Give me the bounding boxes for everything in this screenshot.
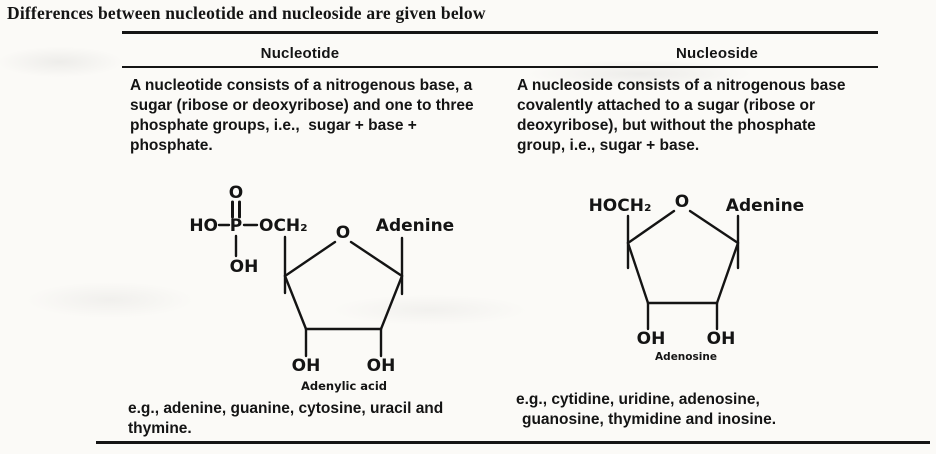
description-line: covalently attached to a sugar (ribose o… xyxy=(517,97,816,114)
ring-oxygen-label: O xyxy=(675,192,689,212)
examples-line: thymine. xyxy=(128,420,192,437)
nucleoside-description: A nucleoside consists of a nitrogenous b… xyxy=(517,76,845,156)
base-label: Adenine xyxy=(726,196,804,216)
table-bottom-rule xyxy=(96,441,930,444)
nucleotide-examples: e.g., adenine, guanine, cytosine, uracil… xyxy=(128,399,443,439)
adenosine-structure-diagram: HOCH₂ O Adenine OH OH Adenosine xyxy=(589,192,805,363)
phosphate-group: O HO P OCH₂ OH xyxy=(189,183,307,277)
oh-below-p-label: OH xyxy=(230,257,259,277)
ribose-ring: O Adenine OH OH xyxy=(283,216,454,376)
ribose-ring: HOCH₂ O Adenine OH OH xyxy=(589,192,805,349)
column-header-nucleotide: Nucleotide xyxy=(260,45,340,62)
nucleotide-description: A nucleotide consists of a nitrogenous b… xyxy=(130,76,474,156)
ring-bond xyxy=(626,209,676,245)
nucleoside-examples: e.g., cytidine, uridine, adenosine, guan… xyxy=(516,390,776,430)
examples-line: e.g., adenine, guanine, cytosine, uracil… xyxy=(128,400,444,417)
base-label: Adenine xyxy=(376,216,454,236)
ring-oxygen-label: O xyxy=(336,223,350,243)
description-line: A nucleoside consists of a nitrogenous b… xyxy=(517,77,846,94)
examples-line: e.g., cytidine, uridine, adenosine, xyxy=(516,391,760,408)
description-line: group, i.e., sugar + base. xyxy=(517,137,700,154)
examples-line: guanosine, thymidine and inosine. xyxy=(522,411,777,428)
ring-bond xyxy=(715,241,740,305)
ring-bond xyxy=(688,209,740,245)
ho-label: HO xyxy=(189,216,218,236)
adenylic-acid-structure-diagram: O HO P OCH₂ OH O Adenine OH OH Aden xyxy=(189,183,454,393)
phosphate-double-bond-oxygen-label: O xyxy=(229,183,243,203)
description-line: phosphate. xyxy=(130,137,213,154)
oh-right-label: OH xyxy=(367,356,396,376)
description-line: deoxyribose), but without the phosphate xyxy=(517,117,816,134)
oh-right-label: OH xyxy=(707,329,736,349)
ring-bond xyxy=(349,240,404,278)
oh-left-label: OH xyxy=(292,356,321,376)
page-title: Differences between nucleotide and nucle… xyxy=(7,3,486,23)
och2-label: OCH₂ xyxy=(259,216,308,236)
ring-bond xyxy=(379,274,404,331)
description-line: A nucleotide consists of a nitrogenous b… xyxy=(130,77,473,94)
ring-bond xyxy=(283,240,337,278)
hoch2-label: HOCH₂ xyxy=(589,196,652,216)
structure-caption: Adenylic acid xyxy=(301,379,387,393)
ring-bond xyxy=(283,274,308,331)
phosphorus-label: P xyxy=(230,216,242,236)
table-top-rule xyxy=(122,31,878,34)
structure-caption: Adenosine xyxy=(655,351,717,363)
column-header-nucleoside: Nucleoside xyxy=(675,45,759,62)
ring-bond xyxy=(626,241,650,305)
table-header-rule xyxy=(122,66,878,68)
oh-left-label: OH xyxy=(637,329,666,349)
description-line: phosphate groups, i.e., sugar + base + xyxy=(130,117,417,134)
description-line: sugar (ribose or deoxyribose) and one to… xyxy=(130,97,474,114)
